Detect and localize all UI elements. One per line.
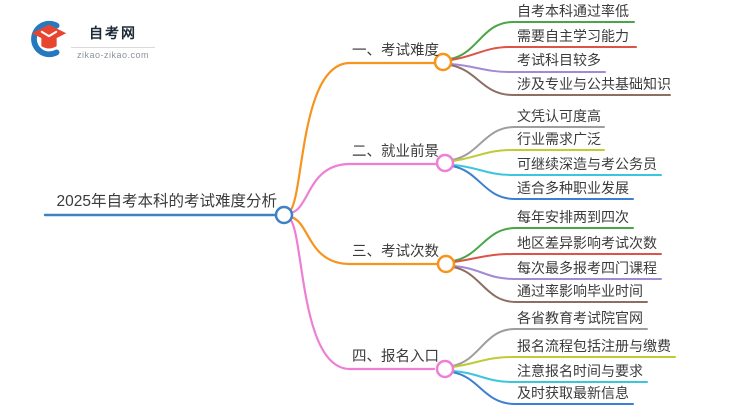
branch-4-leaf-1-connector xyxy=(451,328,648,367)
branch-2-leaf-3-connector xyxy=(452,164,662,176)
branch-3-leaf-3-label: 每次最多报考四门课程 xyxy=(517,260,657,276)
branch-2-leaf-3-label: 可继续深造与考公务员 xyxy=(517,156,657,172)
branch-1-connector xyxy=(288,61,436,213)
branch-4-leaf-2-connector xyxy=(452,356,676,368)
branch-3-connector xyxy=(289,215,439,266)
logo-domain: zikao-zikao.com xyxy=(76,50,150,60)
branch-4-label: 四、报名入口 xyxy=(352,349,439,365)
branch-4-leaf-3-label: 注意报名时间与要求 xyxy=(517,363,643,379)
branch-1-leaf-1-connector xyxy=(449,21,635,60)
branch-1-leaf-3-connector xyxy=(450,63,606,73)
branch-4-leaf-4-label: 及时获取最新信息 xyxy=(517,385,629,401)
branch-1-leaf-2-connector xyxy=(450,46,637,61)
branch-4-leaf-2-label: 报名流程包括注册与缴费 xyxy=(517,338,671,354)
branch-4-leaf-1-label: 各省教育考试院官网 xyxy=(517,310,643,326)
logo-divider xyxy=(71,47,155,48)
branch-3-leaf-1-label: 每年安排两到四次 xyxy=(517,209,629,225)
branch-2-leaf-1-connector xyxy=(451,126,605,161)
branch-1-leaf-4-connector xyxy=(449,64,671,96)
branch-3-label: 三、考试次数 xyxy=(352,244,439,260)
branch-3-leaf-2-connector xyxy=(453,253,662,263)
root-topic-label: 2025年自考本科的考试难度分析 xyxy=(56,193,277,210)
branch-2-connector xyxy=(289,162,438,215)
branch-3-leaf-3-connector xyxy=(453,265,662,280)
branch-2-node-circle xyxy=(435,153,455,173)
branch-4-leaf-4-connector xyxy=(451,371,634,405)
branch-2-leaf-2-label: 行业需求广泛 xyxy=(517,131,601,147)
root-node-circle xyxy=(274,205,294,225)
branch-4-leaf-3-connector xyxy=(452,370,648,383)
branch-1-leaf-2-label: 需要自主学习能力 xyxy=(517,28,629,44)
branch-3-leaf-4-label: 通过率影响毕业时间 xyxy=(517,283,643,299)
branch-3-node-circle xyxy=(436,254,456,274)
branch-1-label: 一、考试难度 xyxy=(352,43,439,59)
branch-2-leaf-1-label: 文凭认可度高 xyxy=(517,108,601,124)
branch-2-leaf-4-label: 适合多种职业发展 xyxy=(517,180,629,196)
branch-4-node-circle xyxy=(435,359,455,379)
branch-1-leaf-1-label: 自考本科通过率低 xyxy=(517,3,629,19)
branch-4-connector xyxy=(288,217,436,371)
branch-2-leaf-4-connector xyxy=(451,165,634,200)
branch-3-leaf-1-connector xyxy=(452,227,634,262)
branch-1-leaf-4-label: 涉及专业与公共基础知识 xyxy=(517,76,671,92)
branch-3-leaf-4-connector xyxy=(452,266,648,303)
branch-2-label: 二、就业前景 xyxy=(352,144,439,160)
site-logo[interactable]: 自考网 zikao-zikao.com xyxy=(26,16,156,68)
branch-1-leaf-3-label: 考试科目较多 xyxy=(517,52,601,68)
graduation-cap-icon xyxy=(31,20,67,58)
branch-2-leaf-2-connector xyxy=(452,149,605,162)
branch-3-leaf-2-label: 地区差异影响考试次数 xyxy=(517,235,657,251)
branch-1-node-circle xyxy=(433,52,453,72)
logo-title: 自考网 xyxy=(89,25,137,41)
